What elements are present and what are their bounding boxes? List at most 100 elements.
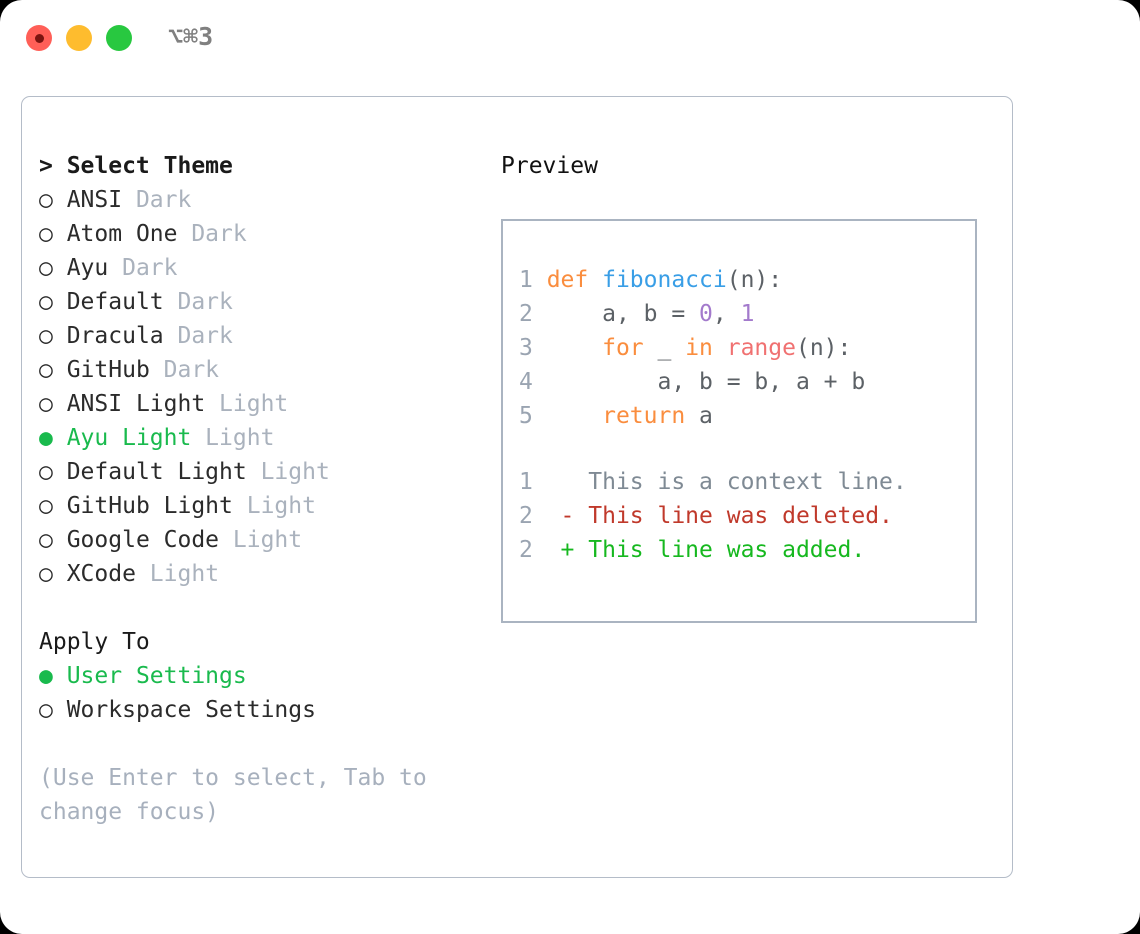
theme-option-xcode[interactable]: ○ XCode Light xyxy=(39,557,489,591)
theme-variant-badge: Light xyxy=(246,459,330,485)
code-token-fn: fibonacci xyxy=(602,267,727,293)
theme-variant-badge: Dark xyxy=(149,357,220,383)
diff-sample: 1 This is a context line.2 - This line w… xyxy=(519,465,969,567)
code-token-punc: (n): xyxy=(726,267,783,293)
preview-heading: Preview xyxy=(501,153,598,179)
line-number: 1 xyxy=(519,267,547,293)
theme-option-default-light[interactable]: ○ Default Light Light xyxy=(39,455,489,489)
theme-selector-column: > Select Theme ○ ANSI Dark○ Atom One Dar… xyxy=(39,149,489,829)
radio-unselected-icon: ○ xyxy=(39,459,67,485)
theme-option-google-code[interactable]: ○ Google Code Light xyxy=(39,523,489,557)
code-token-kw: in xyxy=(685,335,727,361)
code-line: 3 for _ in range(n): xyxy=(519,331,969,365)
radio-unselected-icon: ○ xyxy=(39,289,67,315)
theme-list[interactable]: ○ ANSI Dark○ Atom One Dark○ Ayu Dark○ De… xyxy=(39,183,489,591)
code-token-plain: , xyxy=(712,301,741,327)
select-theme-heading: > Select Theme xyxy=(39,153,233,179)
theme-option-label: Atom One xyxy=(66,221,178,247)
apply-to-option-workspace-settings[interactable]: ○ Workspace Settings xyxy=(39,693,489,727)
theme-variant-badge: Light xyxy=(191,425,275,451)
theme-option-dracula[interactable]: ○ Dracula Dark xyxy=(39,319,489,353)
radio-unselected-icon: ○ xyxy=(39,187,67,213)
line-number: 3 xyxy=(519,335,547,361)
code-token-punc: (n): xyxy=(795,335,852,361)
diff-line-ctx: 1 This is a context line. xyxy=(519,465,969,499)
radio-unselected-icon: ○ xyxy=(39,561,67,587)
radio-unselected-icon: ○ xyxy=(39,391,67,417)
content-panel: > Select Theme ○ ANSI Dark○ Atom One Dar… xyxy=(21,96,1013,878)
theme-variant-badge: Dark xyxy=(163,289,233,315)
line-number: 1 xyxy=(519,469,547,495)
title-bar: ⌥⌘3 xyxy=(0,0,1140,78)
theme-variant-badge: Dark xyxy=(163,323,233,349)
traffic-lights xyxy=(26,25,132,51)
apply-to-option-label: Workspace Settings xyxy=(66,697,316,723)
radio-selected-icon: ● xyxy=(39,663,67,689)
theme-option-label: Google Code xyxy=(66,527,220,553)
window-title: ⌥⌘3 xyxy=(168,22,214,51)
apply-to-heading: Apply To xyxy=(39,625,489,659)
diff-line-del: 2 - This line was deleted. xyxy=(519,499,969,533)
radio-unselected-icon: ○ xyxy=(39,255,67,281)
theme-option-ansi-light[interactable]: ○ ANSI Light Light xyxy=(39,387,489,421)
diff-text: + This line was added. xyxy=(546,537,866,563)
apply-to-option-user-settings[interactable]: ● User Settings xyxy=(39,659,489,693)
radio-selected-icon: ● xyxy=(39,425,67,451)
theme-variant-badge: Light xyxy=(205,391,289,417)
theme-option-label: XCode xyxy=(66,561,136,587)
code-token-kw: return xyxy=(546,403,700,429)
theme-option-github[interactable]: ○ GitHub Dark xyxy=(39,353,489,387)
apply-to-list[interactable]: ● User Settings○ Workspace Settings xyxy=(39,659,489,727)
line-number: 5 xyxy=(519,403,547,429)
theme-option-ayu-light[interactable]: ● Ayu Light Light xyxy=(39,421,489,455)
radio-unselected-icon: ○ xyxy=(39,527,67,553)
radio-unselected-icon: ○ xyxy=(39,323,67,349)
theme-variant-badge: Dark xyxy=(108,255,178,281)
preview-column: Preview 1 def fibonacci(n):2 a, b = 0, 1… xyxy=(501,149,1001,623)
line-number: 4 xyxy=(519,369,547,395)
theme-option-default[interactable]: ○ Default Dark xyxy=(39,285,489,319)
minimize-button[interactable] xyxy=(66,25,92,51)
code-token-kw: for xyxy=(546,335,658,361)
apply-to-heading-text: Apply To xyxy=(39,629,150,655)
diff-text: - This line was deleted. xyxy=(546,503,893,529)
theme-option-label: Default xyxy=(66,289,164,315)
theme-option-ayu[interactable]: ○ Ayu Dark xyxy=(39,251,489,285)
theme-option-label: Default Light xyxy=(66,459,247,485)
apply-to-option-label: User Settings xyxy=(66,663,247,689)
theme-option-label: ANSI Light xyxy=(66,391,206,417)
theme-variant-badge: Light xyxy=(232,493,316,519)
code-line: 5 return a xyxy=(519,399,969,433)
close-button[interactable] xyxy=(26,25,52,51)
diff-line-add: 2 + This line was added. xyxy=(519,533,969,567)
theme-variant-badge: Dark xyxy=(122,187,192,213)
maximize-button[interactable] xyxy=(106,25,132,51)
code-line: 2 a, b = 0, 1 xyxy=(519,297,969,331)
keyboard-hint: (Use Enter to select, Tab to change focu… xyxy=(39,765,441,825)
code-token-num: 0 xyxy=(699,301,713,327)
theme-variant-badge: Light xyxy=(135,561,220,587)
code-token-kw: def xyxy=(546,267,603,293)
theme-option-ansi[interactable]: ○ ANSI Dark xyxy=(39,183,489,217)
radio-unselected-icon: ○ xyxy=(39,493,67,519)
theme-option-label: Ayu Light xyxy=(66,425,192,451)
theme-option-label: Ayu xyxy=(66,255,109,281)
theme-option-atom-one[interactable]: ○ Atom One Dark xyxy=(39,217,489,251)
code-line: 4 a, b = b, a + b xyxy=(519,365,969,399)
theme-option-label: GitHub Light xyxy=(66,493,233,519)
theme-option-github-light[interactable]: ○ GitHub Light Light xyxy=(39,489,489,523)
theme-variant-badge: Dark xyxy=(177,221,247,247)
radio-unselected-icon: ○ xyxy=(39,697,67,723)
line-number: 2 xyxy=(519,301,547,327)
list-spacer xyxy=(39,591,489,625)
hint-spacer xyxy=(39,727,489,761)
theme-option-label: GitHub xyxy=(66,357,150,383)
code-token-num: 1 xyxy=(740,301,755,327)
diff-text: This is a context line. xyxy=(546,469,907,495)
code-token-plain: _ xyxy=(657,335,686,361)
radio-unselected-icon: ○ xyxy=(39,357,67,383)
theme-option-label: ANSI xyxy=(66,187,123,213)
